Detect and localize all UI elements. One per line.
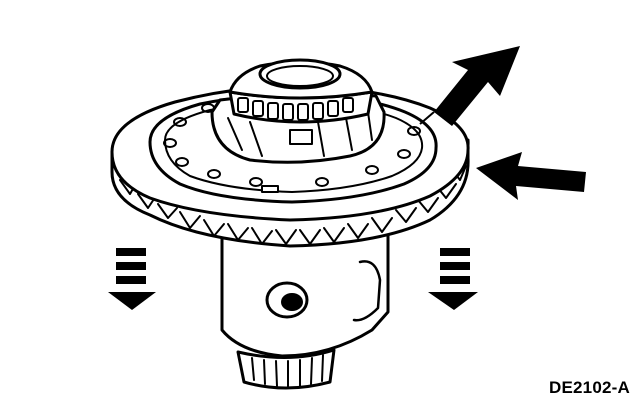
differential-case-body bbox=[220, 228, 390, 358]
arrow-right bbox=[476, 152, 586, 200]
figure-caption: DE2102-A bbox=[549, 378, 630, 397]
arrow-lower-right bbox=[428, 248, 478, 310]
arrow-upper-right bbox=[419, 46, 520, 126]
bottom-bearing bbox=[236, 348, 336, 390]
top-bearing bbox=[228, 58, 374, 124]
arrow-lower-left bbox=[108, 248, 156, 310]
